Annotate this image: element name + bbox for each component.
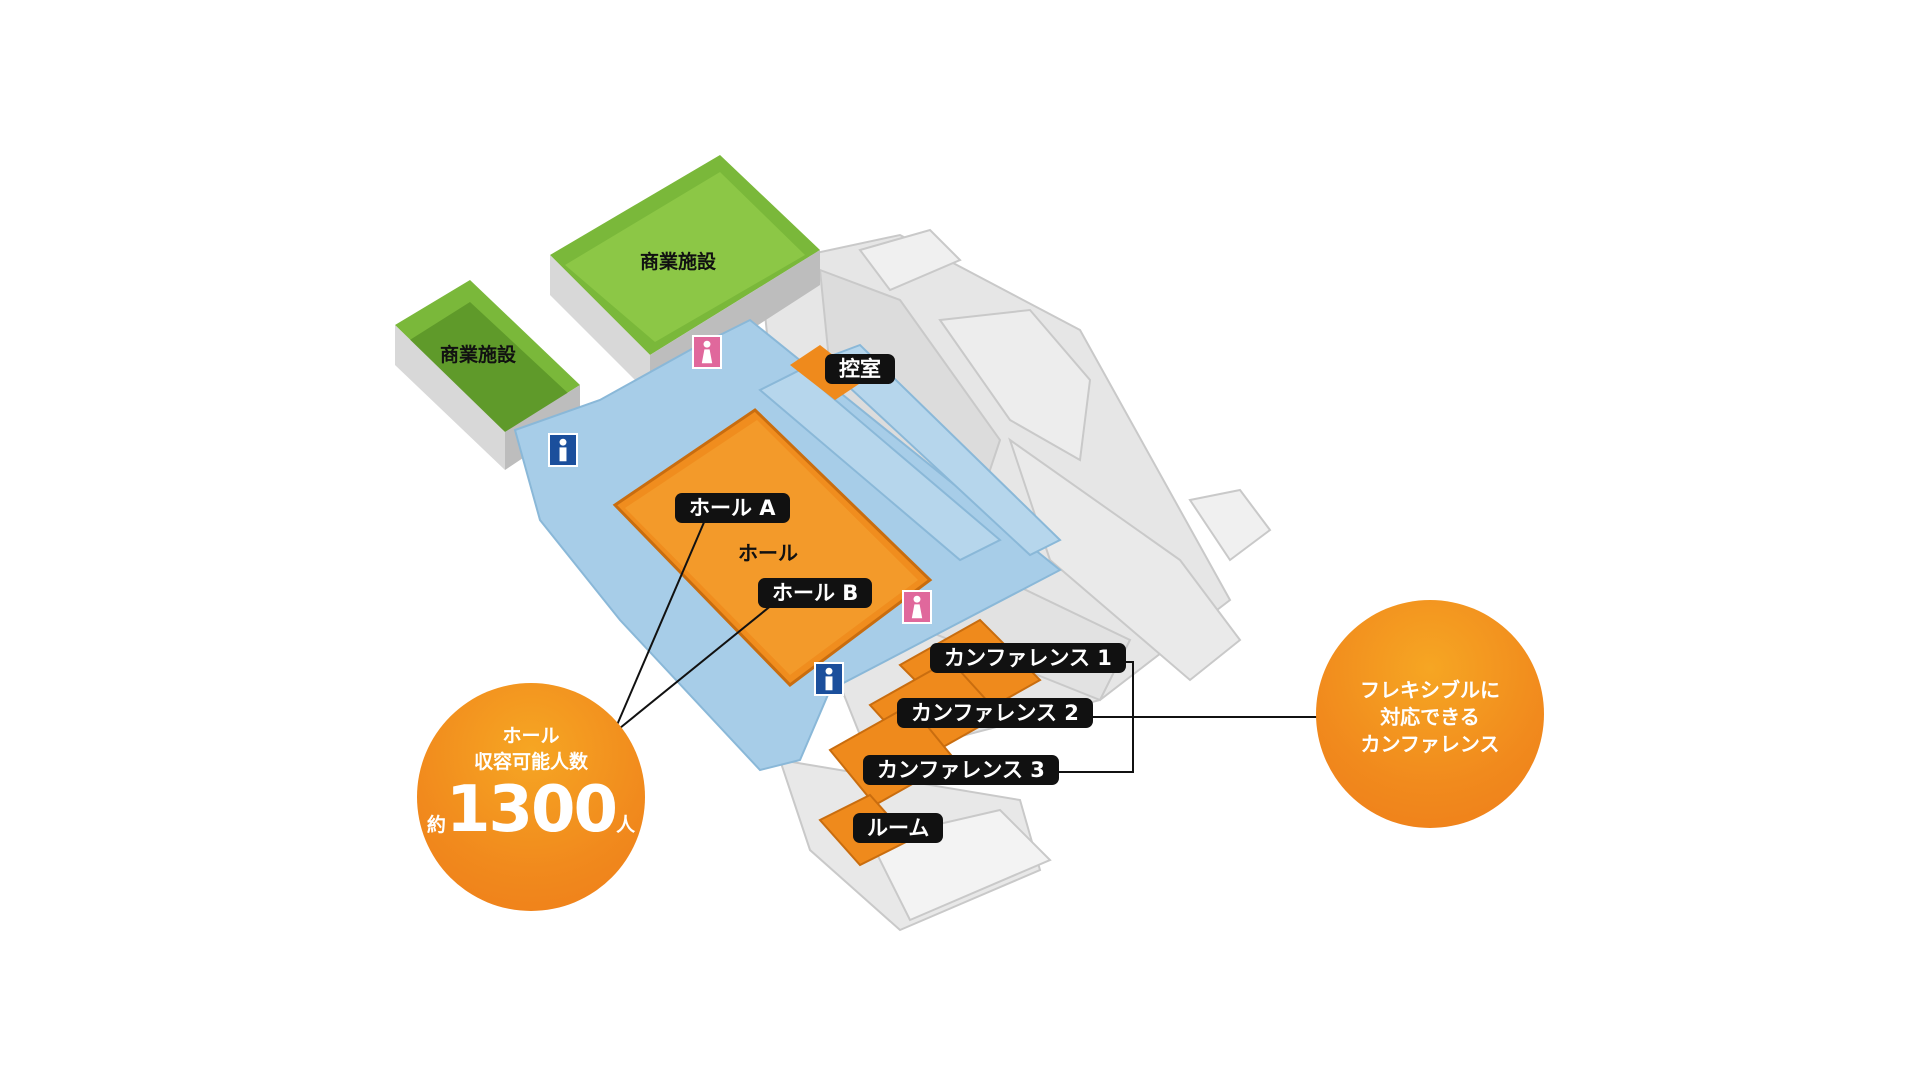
capacity-callout: ホール 収容可能人数 約1300人 bbox=[417, 683, 645, 911]
hall-a-label: ホール A bbox=[675, 493, 790, 523]
capacity-unit: 人 bbox=[616, 814, 636, 836]
female-restroom-icon bbox=[692, 335, 722, 369]
capacity-line2: 収容可能人数 bbox=[473, 751, 588, 773]
hall-b-label: ホール B bbox=[758, 578, 873, 608]
capacity-line1: ホール bbox=[502, 725, 560, 747]
conference-3-label: カンファレンス 3 bbox=[863, 755, 1059, 785]
commercial-top-label: 商業施設 bbox=[640, 251, 717, 273]
lower-structure bbox=[778, 758, 1052, 932]
main-hall bbox=[612, 408, 933, 687]
female-restroom-icon bbox=[902, 590, 932, 624]
callout-lines bbox=[616, 519, 1330, 773]
capacity-number: 1300 bbox=[445, 773, 618, 847]
flexible-conference-callout: フレキシブルに 対応できる カンファレンス bbox=[1316, 600, 1544, 828]
conference-2-label: カンファレンス 2 bbox=[897, 698, 1093, 728]
flexible-line2: 対応できる bbox=[1380, 705, 1480, 729]
conference-1-label: カンファレンス 1 bbox=[930, 643, 1126, 673]
male-restroom-icon bbox=[814, 662, 844, 696]
room-label: ルーム bbox=[853, 813, 944, 843]
capacity-prefix: 約 bbox=[426, 814, 446, 836]
flexible-line1: フレキシブルに bbox=[1360, 678, 1500, 702]
waiting-room-label: 控室 bbox=[825, 354, 895, 384]
flexible-line3: カンファレンス bbox=[1360, 732, 1500, 756]
male-restroom-icon bbox=[548, 433, 578, 467]
capacity-figure: 約1300人 bbox=[417, 777, 645, 843]
commercial-left-label: 商業施設 bbox=[440, 344, 517, 366]
hall-label: ホール bbox=[738, 541, 798, 565]
